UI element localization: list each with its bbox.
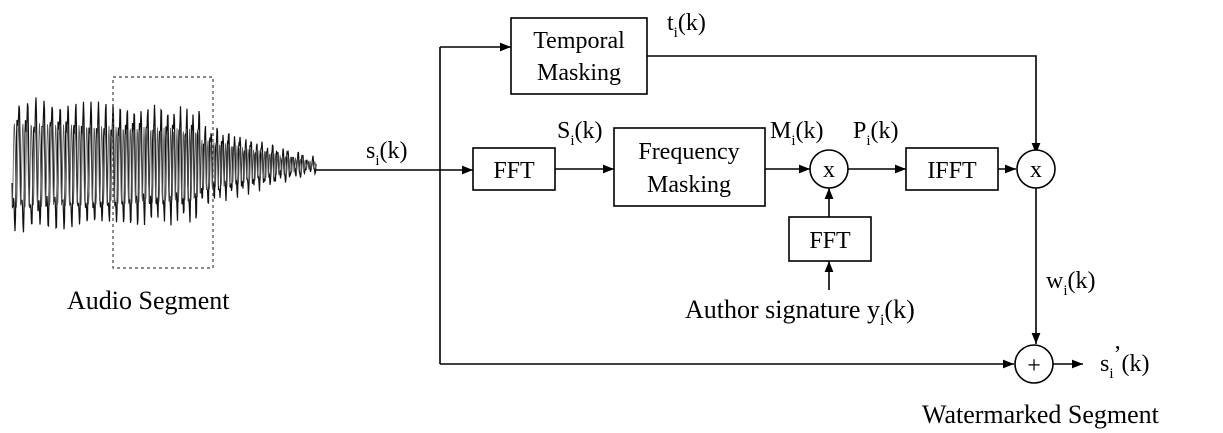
output-multiplier-node: x bbox=[1016, 149, 1056, 189]
audio-segment-caption: Audio Segment bbox=[67, 286, 230, 315]
adder-symbol: + bbox=[1027, 353, 1041, 379]
author-signature-caption: Author signature yi(k) bbox=[685, 295, 915, 329]
signal-M-label: Mi(k) bbox=[770, 118, 824, 149]
segment-selection-box bbox=[112, 76, 214, 269]
temporal-label-line2: Masking bbox=[537, 60, 621, 86]
temporal-label-line1: Temporal bbox=[533, 28, 625, 54]
frequency-label-line1: Frequency bbox=[638, 139, 739, 165]
multiplier-node: x bbox=[809, 149, 849, 189]
signal-t-label: ti(k) bbox=[667, 10, 706, 41]
output-multiplier-symbol: x bbox=[1030, 157, 1042, 183]
signal-s-label: si(k) bbox=[366, 138, 408, 169]
fft-label: FFT bbox=[493, 158, 535, 184]
frequency-label-line2: Masking bbox=[647, 172, 731, 198]
ifft-label: IFFT bbox=[927, 158, 977, 184]
signal-P-label: Pi(k) bbox=[853, 118, 899, 149]
signal-s-prime-label: si’(k) bbox=[1100, 342, 1150, 382]
watermarked-segment-caption: Watermarked Segment bbox=[922, 400, 1160, 429]
signal-S-label: Si(k) bbox=[557, 118, 603, 149]
ifft-block: IFFT bbox=[905, 147, 999, 191]
adder-node: + bbox=[1014, 344, 1054, 384]
temporal-masking-block: Temporal Masking bbox=[510, 17, 648, 95]
signature-fft-label: FFT bbox=[809, 228, 851, 254]
signal-w-label: wi(k) bbox=[1046, 268, 1096, 299]
fft-block: FFT bbox=[472, 147, 556, 191]
audio-waveform bbox=[11, 97, 317, 233]
signature-fft-block: FFT bbox=[788, 216, 872, 262]
frequency-masking-block: Frequency Masking bbox=[613, 127, 766, 207]
multiplier-symbol: x bbox=[823, 157, 835, 183]
temporal-output-arrow bbox=[647, 55, 1041, 154]
